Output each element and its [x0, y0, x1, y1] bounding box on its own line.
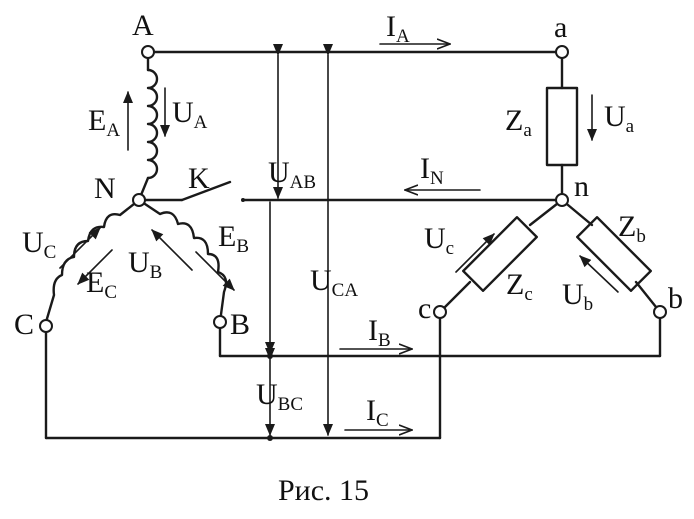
impedance-za [545, 86, 579, 167]
label-u-C: UC [22, 226, 56, 263]
label-z-b: Zb [618, 210, 646, 247]
junction-b [267, 353, 273, 359]
label-C: C [14, 308, 34, 341]
node-N [132, 193, 146, 207]
impedance-zb [576, 216, 652, 292]
label-u-A: UA [172, 96, 208, 133]
arrow-e-C [77, 249, 113, 285]
label-n: n [574, 170, 589, 203]
coil-A [146, 68, 159, 180]
wire-zc-to-c [438, 280, 472, 314]
label-u-c: Uc [424, 222, 454, 259]
label-e-A: EA [88, 104, 120, 141]
label-z-a: Za [505, 104, 532, 141]
node-c [433, 305, 447, 319]
node-a [555, 45, 569, 59]
label-a: a [554, 11, 567, 44]
label-e-C: EC [86, 266, 117, 303]
nodes [39, 45, 667, 441]
label-i-c: IC [366, 394, 389, 431]
label-u-a: Ua [604, 100, 635, 137]
node-A [141, 45, 155, 59]
current-arrows [339, 44, 481, 430]
arrow-u-c [455, 233, 495, 273]
coil-B [137, 198, 228, 324]
label-N: N [94, 172, 116, 205]
node-C [39, 319, 53, 333]
junction-neutral [241, 198, 245, 202]
label-i-b: IB [368, 314, 391, 351]
generator-windings [44, 68, 228, 324]
arrow-u-B [151, 229, 193, 271]
label-e-B: EB [218, 220, 249, 257]
labels: A a N n K B C b c EA UA UAB IA Za Ua IN … [14, 9, 683, 507]
label-c: c [418, 292, 431, 325]
load-impedances [462, 86, 652, 292]
switch-K-blade [180, 180, 232, 202]
label-u-b: Ub [562, 278, 593, 315]
coil-C [44, 198, 141, 324]
figure-caption: Рис. 15 [278, 474, 369, 507]
node-n [555, 193, 569, 207]
label-b: b [668, 282, 683, 315]
label-u-ab: UAB [268, 156, 316, 193]
voltage-arrows [59, 44, 619, 436]
wires [44, 50, 662, 440]
label-i-n: IN [420, 152, 444, 189]
node-b [653, 305, 667, 319]
junction-c [267, 435, 273, 441]
arrow-u-b [579, 255, 619, 293]
label-z-c: Zc [506, 268, 533, 305]
arrow-u-C [59, 227, 101, 269]
label-A: A [132, 9, 154, 42]
label-K: K [188, 162, 210, 195]
node-B [213, 315, 227, 329]
label-u-bc: UBC [256, 378, 303, 415]
label-i-a: IA [386, 10, 410, 47]
label-B: B [230, 308, 250, 341]
label-u-B: UB [128, 246, 162, 283]
label-u-ca: UCA [310, 264, 358, 301]
arrow-e-B [195, 251, 235, 291]
